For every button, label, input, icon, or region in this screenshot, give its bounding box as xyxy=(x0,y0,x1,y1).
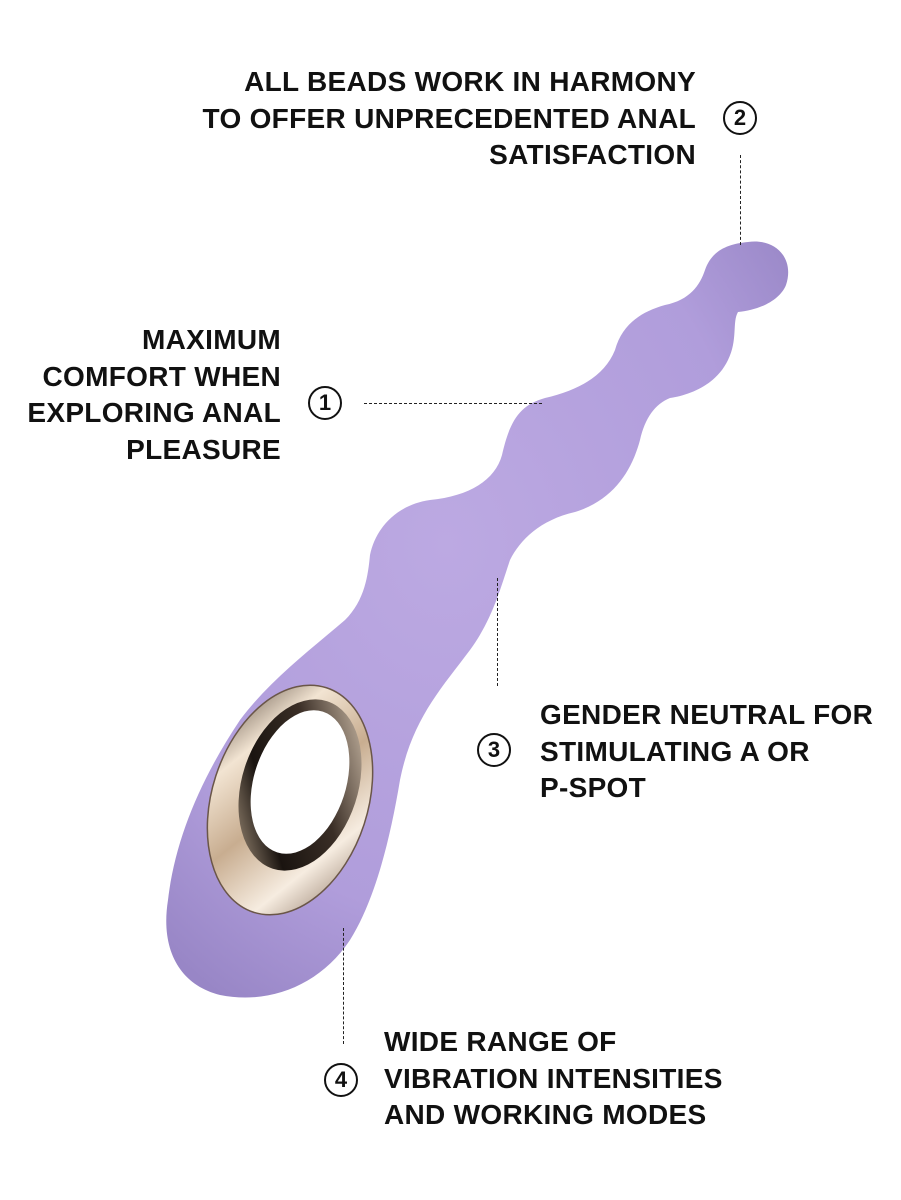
feature-2-leader-line xyxy=(740,155,741,245)
feature-3-badge: 3 xyxy=(477,733,511,767)
feature-1-leader-line xyxy=(364,403,542,404)
feature-2-text: ALL BEADS WORK IN HARMONY TO OFFER UNPRE… xyxy=(202,66,696,170)
feature-3-number: 3 xyxy=(487,737,501,762)
feature-4-badge: 4 xyxy=(324,1063,358,1097)
feature-1-text: MAXIMUM COMFORT WHEN EXPLORING ANAL PLEA… xyxy=(27,324,281,465)
feature-4-number: 4 xyxy=(334,1067,348,1092)
feature-2-number: 2 xyxy=(733,105,747,130)
feature-2-badge: 2 xyxy=(723,101,757,135)
feature-1-badge: 1 xyxy=(308,386,342,420)
feature-3-text: GENDER NEUTRAL FOR STIMULATING A OR P-SP… xyxy=(540,699,874,803)
feature-1-number: 1 xyxy=(318,390,332,415)
feature-4-leader-line xyxy=(343,928,344,1044)
handle-ring-hole xyxy=(250,710,350,854)
feature-4-text: WIDE RANGE OF VIBRATION INTENSITIES AND … xyxy=(384,1026,723,1130)
feature-3-leader-line xyxy=(497,578,498,686)
